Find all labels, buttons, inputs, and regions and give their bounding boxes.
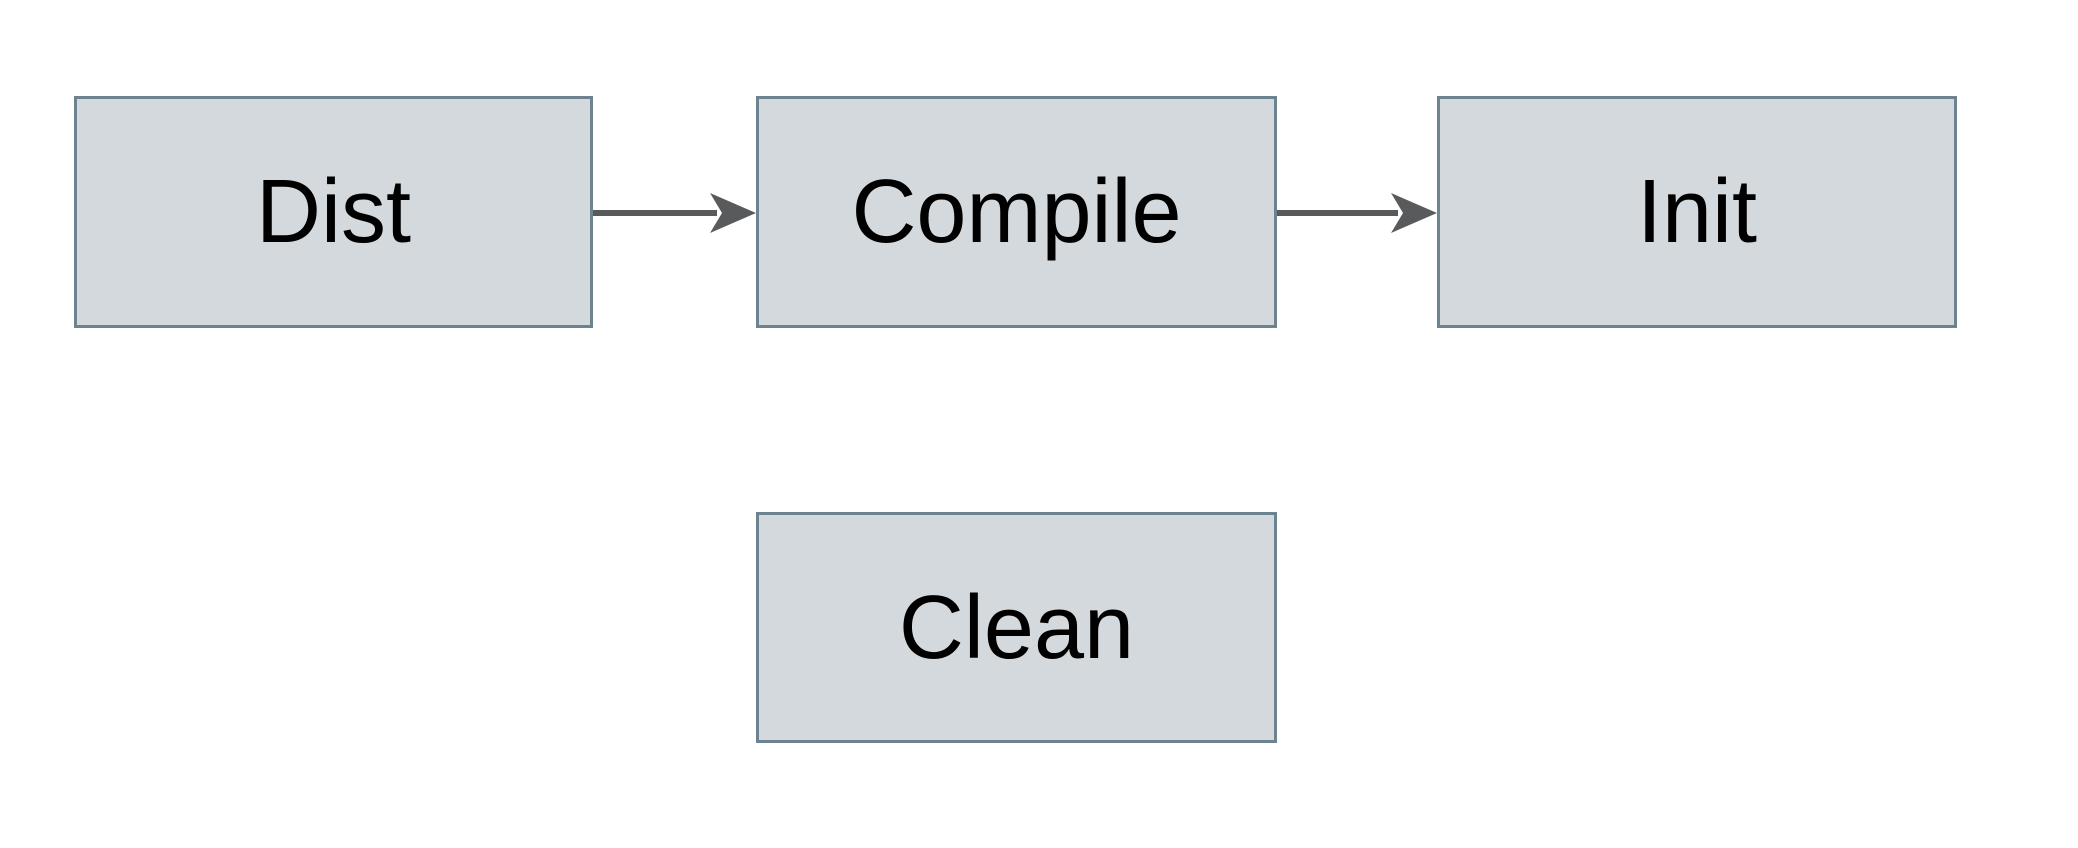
node-clean-label: Clean <box>898 577 1135 678</box>
node-compile: Compile <box>756 96 1277 328</box>
arrow-compile-to-init-icon <box>1277 193 1437 233</box>
arrow-dist-to-compile-icon <box>593 193 756 233</box>
node-clean: Clean <box>756 512 1277 743</box>
node-dist-label: Dist <box>256 162 411 262</box>
node-compile-label: Compile <box>851 162 1182 262</box>
node-init: Init <box>1437 96 1957 328</box>
node-init-label: Init <box>1636 162 1758 262</box>
node-dist: Dist <box>74 96 593 328</box>
